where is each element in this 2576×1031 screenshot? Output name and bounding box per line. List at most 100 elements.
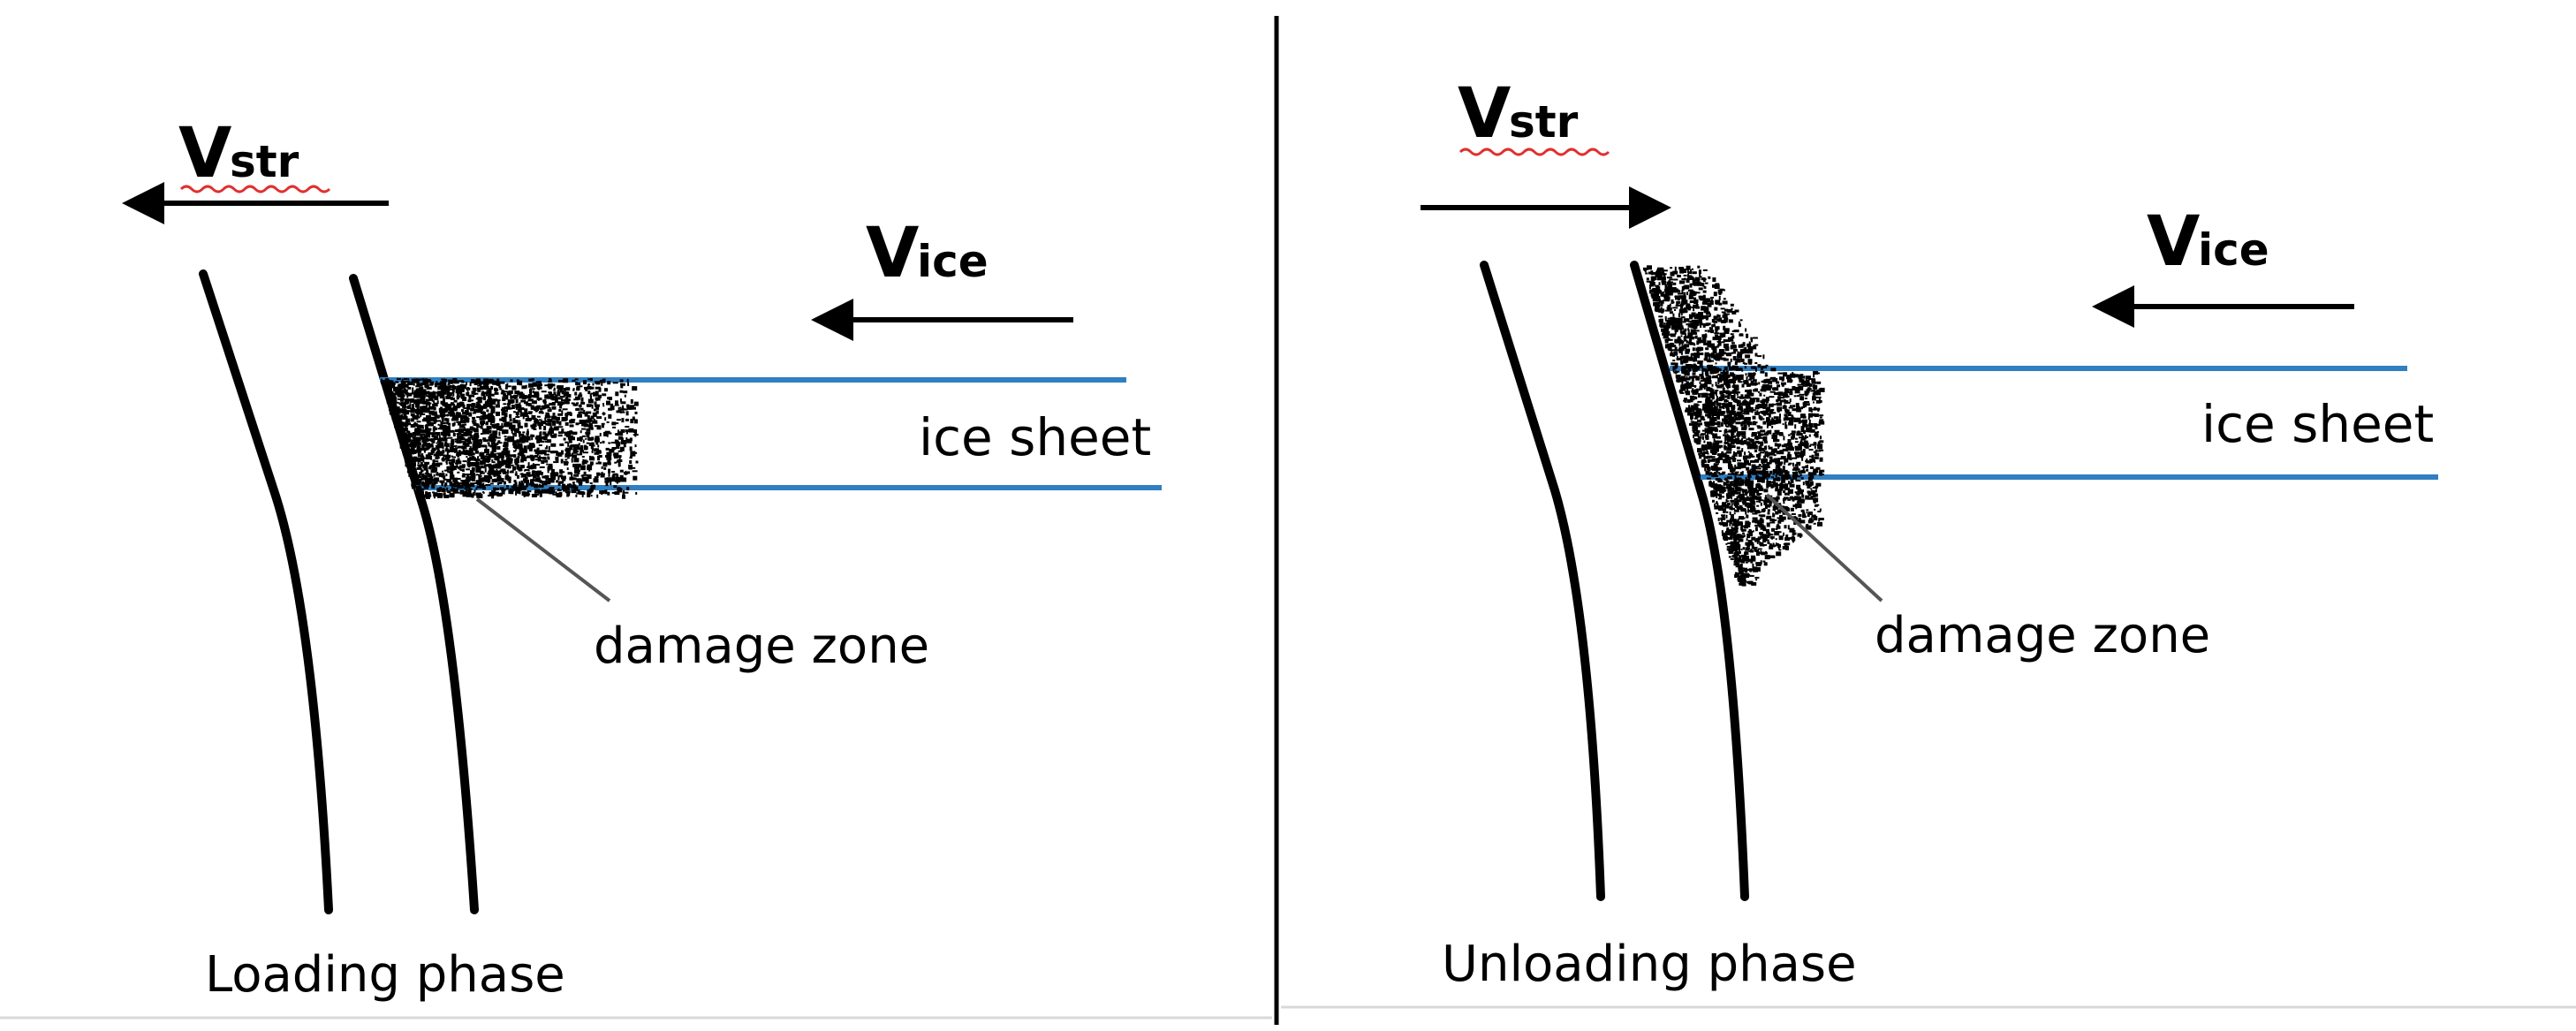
speckle-dot [585, 437, 587, 440]
speckle-dot [1663, 325, 1670, 330]
speckle-dot [1762, 406, 1765, 409]
vice-main: V [866, 214, 919, 293]
speckle-dot [1675, 295, 1678, 300]
speckle-dot [563, 391, 567, 397]
speckle-dot [390, 382, 396, 385]
speckle-dot [568, 439, 572, 443]
speckle-dot [491, 425, 496, 428]
speckle-dot [1779, 376, 1784, 381]
speckle-dot [1697, 346, 1702, 352]
speckle-dot [1738, 406, 1740, 410]
speckle-dot [1754, 353, 1758, 357]
speckle-dot [1726, 484, 1729, 487]
speckle-dot [452, 423, 454, 427]
speckle-dot [1752, 421, 1757, 426]
speckle-dot [1819, 440, 1824, 443]
speckle-dot [635, 460, 639, 464]
speckle-dot [589, 378, 593, 382]
speckle-dot [608, 456, 610, 459]
speckle-dot [441, 382, 447, 386]
speckle-dot [1723, 444, 1726, 449]
speckle-dot [420, 462, 423, 466]
speckle-dot [480, 460, 486, 465]
speckle-dot [536, 447, 540, 452]
speckle-dot [1699, 322, 1703, 326]
speckle-dot [620, 384, 624, 389]
speckle-dot [619, 446, 625, 451]
speckle-dot [1817, 400, 1822, 403]
speckle-dot [1690, 381, 1694, 383]
speckle-dot [1722, 387, 1725, 392]
speckle-dot [1769, 459, 1776, 463]
speckle-dot [480, 415, 484, 418]
speckle-dot [1760, 451, 1764, 454]
speckle-dot [1799, 396, 1803, 399]
speckle-dot [1724, 428, 1728, 434]
vice-sub: ice [917, 236, 989, 287]
speckle-dot [565, 449, 571, 454]
speckle-dot [1712, 277, 1716, 282]
speckle-dot [1770, 368, 1777, 372]
speckle-dot [542, 481, 546, 483]
speckle-dot [404, 392, 409, 395]
speckle-dot [494, 456, 500, 461]
speckle-dot [405, 420, 410, 423]
speckle-dot [497, 440, 501, 443]
speckle-dot [549, 487, 555, 489]
speckle-dot [1730, 468, 1733, 473]
speckle-dot [1769, 555, 1776, 558]
speckle-dot [1774, 429, 1780, 435]
speckle-dot [473, 434, 479, 436]
speckle-dot [521, 391, 524, 394]
speckle-dot [417, 452, 420, 458]
speckle-dot [1762, 464, 1768, 469]
speckle-dot [1703, 386, 1706, 390]
speckle-dot [546, 478, 551, 481]
speckle-dot [1726, 413, 1732, 419]
speckle-dot [1672, 270, 1678, 275]
speckle-dot [1741, 471, 1744, 475]
speckle-dot [413, 421, 416, 424]
speckle-dot [1815, 432, 1818, 435]
speckle-dot [1760, 517, 1763, 519]
speckle-dot [1726, 545, 1731, 548]
speckle-dot [400, 380, 406, 385]
speckle-dot [537, 479, 542, 482]
speckle-dot [1769, 470, 1772, 474]
speckle-dot [462, 423, 465, 428]
speckle-dot [408, 472, 413, 477]
speckle-dot [610, 451, 613, 453]
speckle-dot [441, 424, 447, 428]
speckle-dot [436, 440, 442, 443]
speckle-dot [1810, 408, 1815, 411]
speckle-dot [488, 442, 490, 447]
speckle-dot [1761, 411, 1765, 414]
speckle-dot [1806, 459, 1808, 460]
speckle-dot [561, 487, 565, 490]
speckle-dot [1716, 318, 1719, 322]
speckle-dot [1758, 458, 1761, 459]
speckle-dot [496, 382, 500, 386]
speckle-dot [490, 407, 494, 411]
speckle-dot [1809, 388, 1812, 390]
speckle-dot [517, 408, 522, 413]
speckle-dot [1647, 265, 1652, 270]
speckle-dot [1709, 480, 1712, 483]
speckle-dot [1767, 541, 1770, 544]
speckle-dot [1724, 367, 1728, 371]
speckle-dot [504, 436, 507, 438]
speckle-dot [404, 436, 409, 440]
speckle-dot [1720, 319, 1726, 323]
speckle-dot [1762, 458, 1768, 463]
speckle-dot [1725, 493, 1731, 497]
speckle-dot [491, 402, 496, 406]
speckle-dot [479, 417, 485, 421]
structure-outer-wall [1480, 261, 1605, 901]
speckle-dot [1704, 330, 1708, 332]
speckle-dot [476, 425, 479, 430]
speckle-dot [1694, 322, 1699, 327]
speckle-dot [569, 430, 572, 434]
speckle-dot [546, 413, 549, 416]
speckle-dot [481, 381, 484, 385]
speckle-dot [444, 431, 451, 436]
